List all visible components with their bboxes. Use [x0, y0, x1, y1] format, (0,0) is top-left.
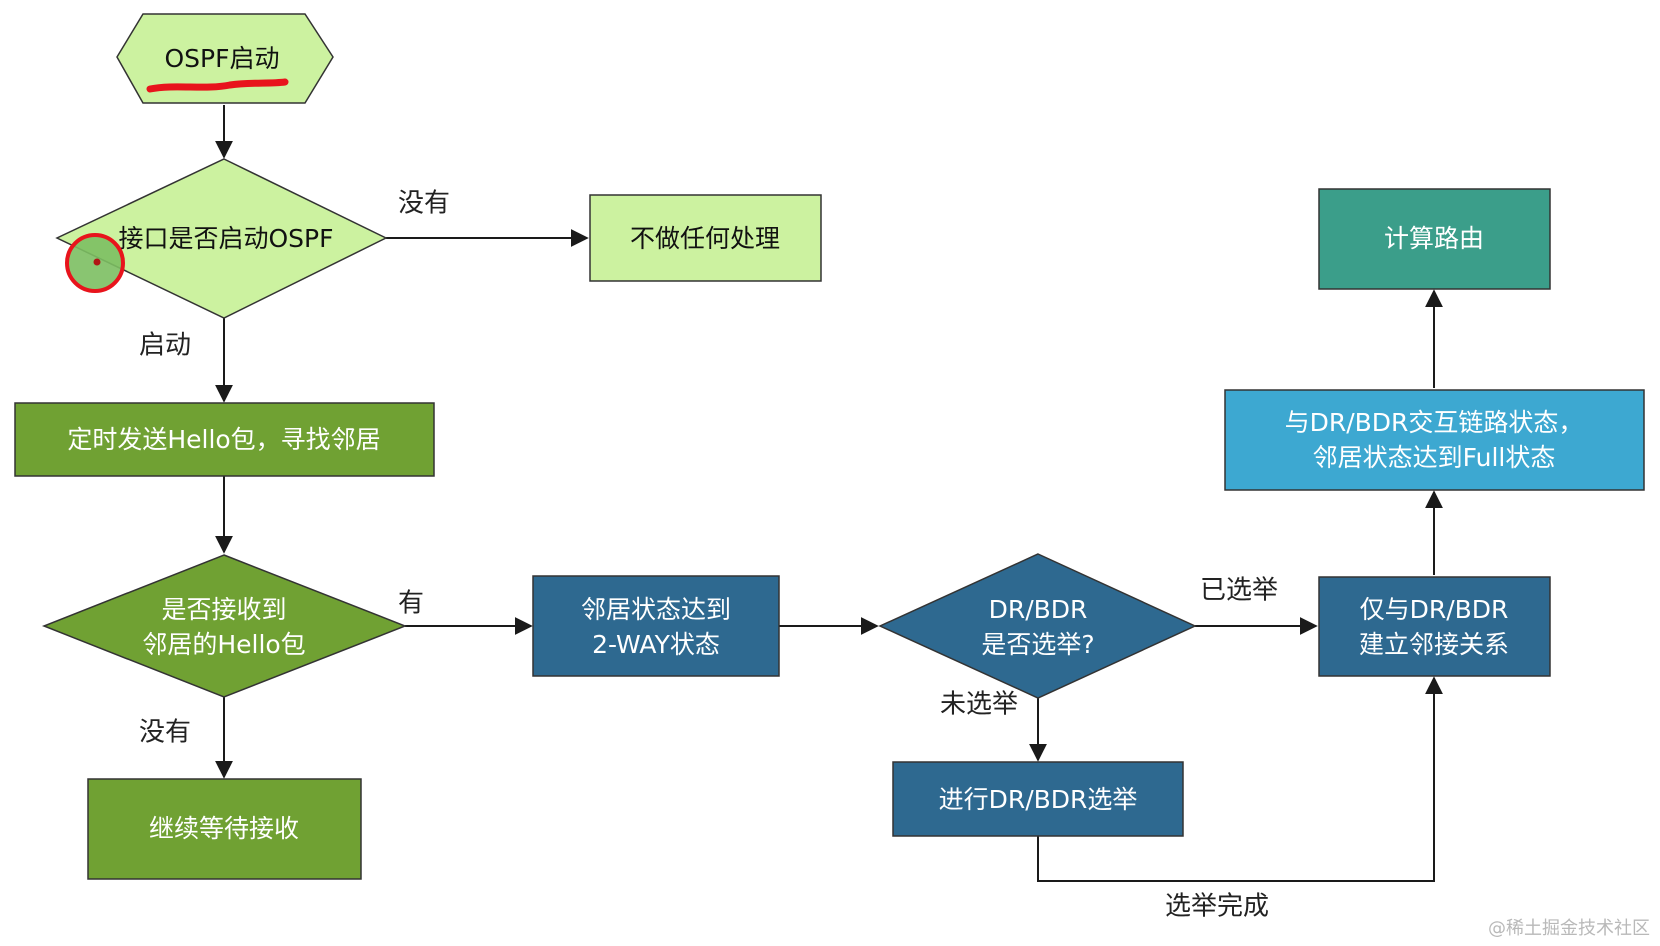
node-label: OSPF启动 — [164, 44, 279, 73]
node-dr-election: 进行DR/BDR选举 — [892, 761, 1184, 837]
node-continue-wait: 继续等待接收 — [87, 778, 362, 880]
node-receive-hello: 是否接收到 邻居的Hello包 — [41, 554, 408, 698]
node-label-line-1: 邻居状态达到 — [581, 595, 731, 624]
node-label-line-1: 仅与DR/BDR — [1360, 595, 1509, 624]
diamond-shape — [878, 553, 1197, 699]
label-received: 有 — [398, 589, 424, 619]
node-label-line-2: 邻居状态达到Full状态 — [1313, 443, 1556, 472]
node-full-state: 与DR/BDR交互链路状态， 邻居状态达到Full状态 — [1224, 389, 1645, 491]
box-shape — [892, 761, 1184, 837]
red-underline-annotation — [146, 78, 289, 93]
edge-election-to-adjacency — [1037, 676, 1443, 882]
diamond-shape — [41, 554, 408, 698]
node-label-line-1: 是否接收到 — [161, 595, 286, 624]
node-adjacency: 仅与DR/BDR 建立邻接关系 — [1318, 576, 1551, 677]
label-not-elected: 未选举 — [940, 690, 1018, 720]
node-label-line-2: 是否选举? — [981, 630, 1094, 659]
node-label: 不做任何处理 — [630, 224, 780, 253]
node-label-line-1: DR/BDR — [989, 595, 1088, 624]
node-label: 接口是否启动OSPF — [118, 224, 333, 253]
node-dr-check: DR/BDR 是否选举? — [878, 553, 1197, 699]
edge-labels: 没有 启动 有 没有 已选举 未选举 选举完成 — [139, 189, 1278, 922]
edges — [215, 105, 1443, 882]
node-calc-route: 计算路由 — [1318, 188, 1551, 290]
node-label-line-2: 2-WAY状态 — [592, 630, 720, 659]
node-no-action: 不做任何处理 — [589, 194, 822, 282]
node-label: 定时发送Hello包，寻找邻居 — [67, 425, 380, 454]
node-two-way: 邻居状态达到 2-WAY状态 — [532, 575, 780, 677]
node-interface-check: 接口是否启动OSPF — [55, 158, 388, 319]
node-label-line-1: 与DR/BDR交互链路状态， — [1285, 408, 1584, 437]
box-shape — [589, 194, 822, 282]
box-shape — [1318, 188, 1551, 290]
box-shape — [14, 402, 435, 477]
node-send-hello: 定时发送Hello包，寻找邻居 — [14, 402, 435, 477]
node-label-line-2: 邻居的Hello包 — [142, 630, 305, 659]
node-label-line-2: 建立邻接关系 — [1359, 630, 1509, 659]
node-label: 计算路由 — [1384, 224, 1484, 253]
diamond-shape — [55, 158, 388, 319]
node-label: 进行DR/BDR选举 — [939, 785, 1138, 814]
watermark: @稀土掘金技术社区 — [1488, 918, 1650, 939]
box-shape — [1318, 576, 1551, 677]
box-shape — [87, 778, 362, 880]
node-ospf-start: OSPF启动 — [116, 13, 334, 104]
label-not-enabled: 没有 — [398, 189, 450, 219]
label-not-received: 没有 — [139, 718, 191, 748]
box-shape — [532, 575, 780, 677]
box-shape — [1224, 389, 1645, 491]
cursor-dot — [93, 258, 101, 266]
label-elected: 已选举 — [1200, 576, 1278, 606]
label-enabled: 启动 — [139, 331, 191, 361]
label-election-done: 选举完成 — [1165, 892, 1269, 922]
node-label: 继续等待接收 — [149, 814, 299, 843]
